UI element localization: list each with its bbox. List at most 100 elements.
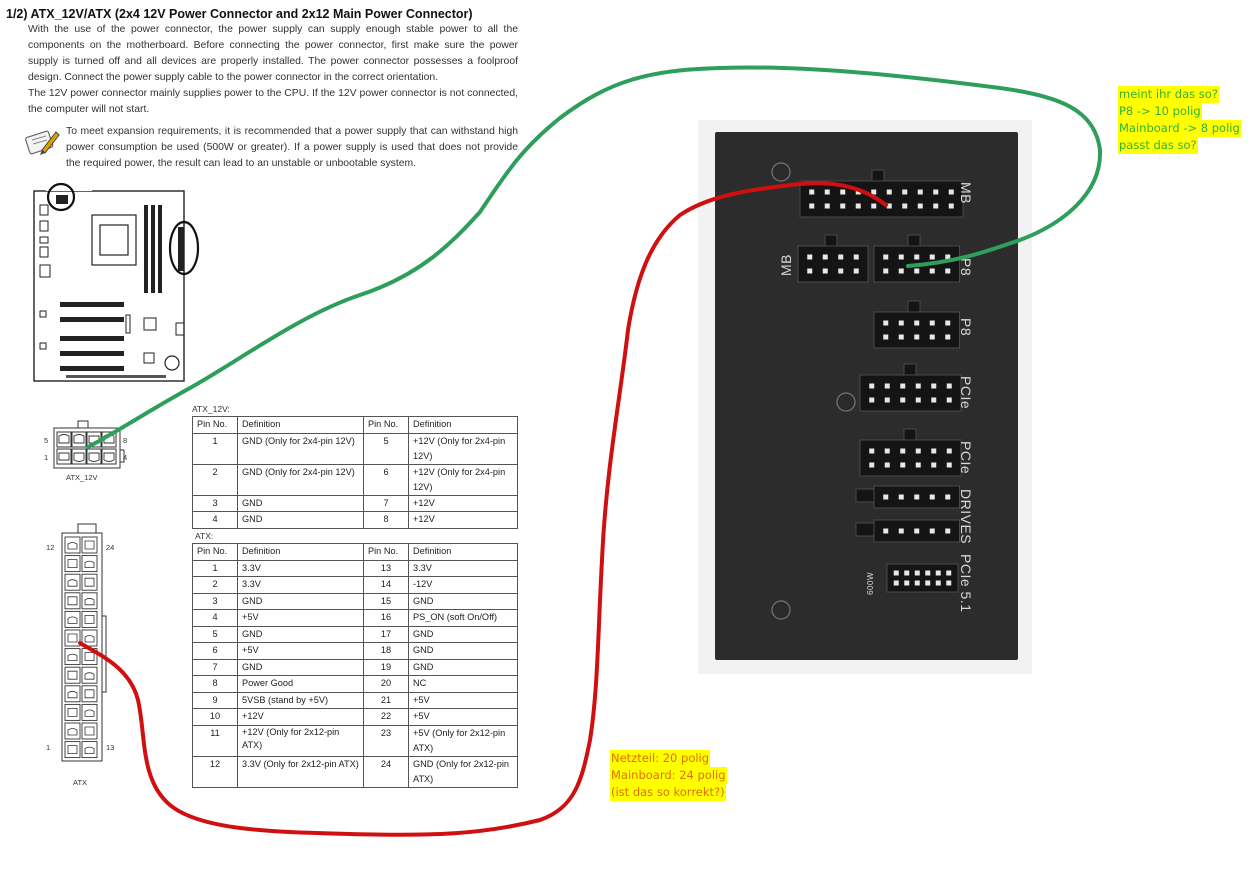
psu-socket-pcie-b-pin xyxy=(931,448,937,454)
psu-label-p8-a: P8 xyxy=(958,258,974,277)
psu-socket-p8-b-pin xyxy=(898,334,904,340)
green-annotation-line: meint ihr das so? xyxy=(1118,86,1219,103)
psu-socket-mb-main-pin xyxy=(886,189,892,195)
atx12v-pin5-label: 5 xyxy=(44,436,49,445)
psu-socket-p8-b-pin xyxy=(898,320,904,326)
psu-socket-drives-a-pin xyxy=(883,494,889,500)
psu-socket-pcie-b-pin xyxy=(946,462,952,468)
psu-socket-pcie-a-pin xyxy=(931,383,937,389)
psu-socket-pcie-b-pin xyxy=(869,448,875,454)
table-cell: 12 xyxy=(192,755,238,788)
psu-socket-pcie-a-pin xyxy=(884,383,890,389)
table-row: 2 GND (Only for 2x4-pin 12V) 6 +12V (Onl… xyxy=(192,463,518,496)
atx-pin-key xyxy=(67,708,78,717)
psu-socket-mb-main-pin xyxy=(948,189,954,195)
psu-socket-mb-side xyxy=(797,245,869,283)
atx-pin-key xyxy=(84,540,95,550)
psu-socket-pcie-a-pin xyxy=(884,397,890,403)
psu-socket-pcie-b-pin xyxy=(884,448,890,454)
psu-label-pcie51: PCIe 5.1 xyxy=(958,554,974,613)
psu-socket-mb-main-pin xyxy=(948,203,954,209)
psu-socket-pcie51-pin xyxy=(893,570,899,576)
psu-socket-pcie-b-pin xyxy=(900,448,906,454)
psu-drive-tab xyxy=(855,488,875,503)
atx-pin-key xyxy=(84,615,95,624)
psu-socket-mb-main-pin xyxy=(902,189,908,195)
psu-socket-pcie-a-pin xyxy=(900,397,906,403)
table-cell: 11 xyxy=(192,724,238,757)
atx-pin13-label: 13 xyxy=(106,743,115,752)
psu-connectors xyxy=(771,162,964,620)
red-wire xyxy=(78,181,888,837)
table-cell: 6 xyxy=(363,463,409,496)
psu-socket-pcie-a-pin xyxy=(931,397,937,403)
table-cell: 1 xyxy=(192,432,238,465)
table-header-row: Pin No. Definition Pin No. Definition xyxy=(192,543,518,561)
psu-socket-p8-b-pin xyxy=(883,334,889,340)
atx-pin-key xyxy=(67,616,78,624)
psu-socket-p8-a-pin xyxy=(914,254,920,260)
psu-socket-p8-a-pin xyxy=(914,268,920,274)
psu-socket-pcie-a-pin xyxy=(900,383,906,389)
psu-socket-pcie51-pin xyxy=(935,570,941,576)
atx-table-caption: ATX: xyxy=(195,531,214,541)
atx12v-caption: ATX_12V xyxy=(66,473,98,482)
psu-socket-p8-a-pin xyxy=(929,254,935,260)
psu-socket-drives-b-pin xyxy=(929,528,935,534)
psu-socket-p8-b-pin xyxy=(929,334,935,340)
table-cell: 3.3V (Only for 2x12-pin ATX) xyxy=(237,755,364,788)
red-annotation: Netzteil: 20 polig Mainboard: 24 polig (… xyxy=(610,750,727,801)
psu-socket-p8-b-pin xyxy=(914,320,920,326)
atx-pin-key xyxy=(67,745,78,754)
psu-label-p8-b: P8 xyxy=(958,318,974,337)
atx-pin-key xyxy=(84,689,95,699)
psu-socket-p8-a-pin xyxy=(883,268,889,274)
psu-socket-mb-main-pin xyxy=(917,189,923,195)
atx24-connector-drawing xyxy=(61,523,107,762)
atx12v-pin1-label: 1 xyxy=(44,453,49,462)
psu-socket-mb-main-pin xyxy=(933,189,939,195)
psu-socket-mb-side-pin xyxy=(853,268,859,274)
mounting-hole xyxy=(836,392,856,412)
psu-socket-mb-main-pin xyxy=(886,203,892,209)
psu-socket-pcie51-pin xyxy=(904,570,910,576)
psu-socket-pcie-b-pin xyxy=(884,462,890,468)
red-annotation-line: Netzteil: 20 polig xyxy=(610,750,711,767)
psu-socket-p8-a-pin xyxy=(883,254,889,260)
table-cell: 24 xyxy=(363,755,409,788)
psu-socket-p8-a-pin xyxy=(945,254,951,260)
table-cell: GND (Only for 2x4-pin 12V) xyxy=(237,463,364,496)
psu-socket-p8-a-pin xyxy=(945,268,951,274)
note-pencil-icon xyxy=(25,130,60,155)
psu-socket-pcie-a xyxy=(859,374,962,412)
atx12v-pin4-label: 4 xyxy=(123,453,128,462)
psu-socket-pcie-a-pin xyxy=(946,397,952,403)
atx-pin-key xyxy=(84,726,95,736)
psu-socket-mb-main-pin xyxy=(809,203,815,209)
psu-socket-drives-a-pin xyxy=(929,494,935,500)
table-cell: +12V (Only for 2x12-pin ATX) xyxy=(237,724,364,757)
table-header-row: Pin No. Definition Pin No. Definition xyxy=(192,416,518,434)
atx-pin-key xyxy=(67,690,78,699)
atx-pin12-label: 12 xyxy=(46,543,55,552)
psu-socket-p8-b-pin xyxy=(914,334,920,340)
psu-socket-mb-main-pin xyxy=(871,203,877,209)
psu-socket-mb-main-pin xyxy=(902,203,908,209)
psu-socket-pcie-a-pin xyxy=(869,383,875,389)
green-annotation: meint ihr das so? P8 -> 10 polig Mainboa… xyxy=(1118,86,1241,154)
psu-socket-pcie-b-latch xyxy=(903,428,917,441)
psu-socket-pcie51-pin xyxy=(904,580,910,586)
psu-socket-mb-main-pin xyxy=(933,203,939,209)
green-annotation-line: passt das so? xyxy=(1118,137,1198,154)
psu-socket-p8-b-pin xyxy=(929,320,935,326)
atx-pin-key xyxy=(84,577,95,587)
psu-note: To meet expansion requirements, it is re… xyxy=(66,126,518,169)
psu-socket-pcie51-pin xyxy=(925,570,931,576)
atx-pin-key xyxy=(84,635,95,643)
psu-socket-mb-main-pin xyxy=(855,189,861,195)
psu-drive-tab xyxy=(855,522,875,537)
